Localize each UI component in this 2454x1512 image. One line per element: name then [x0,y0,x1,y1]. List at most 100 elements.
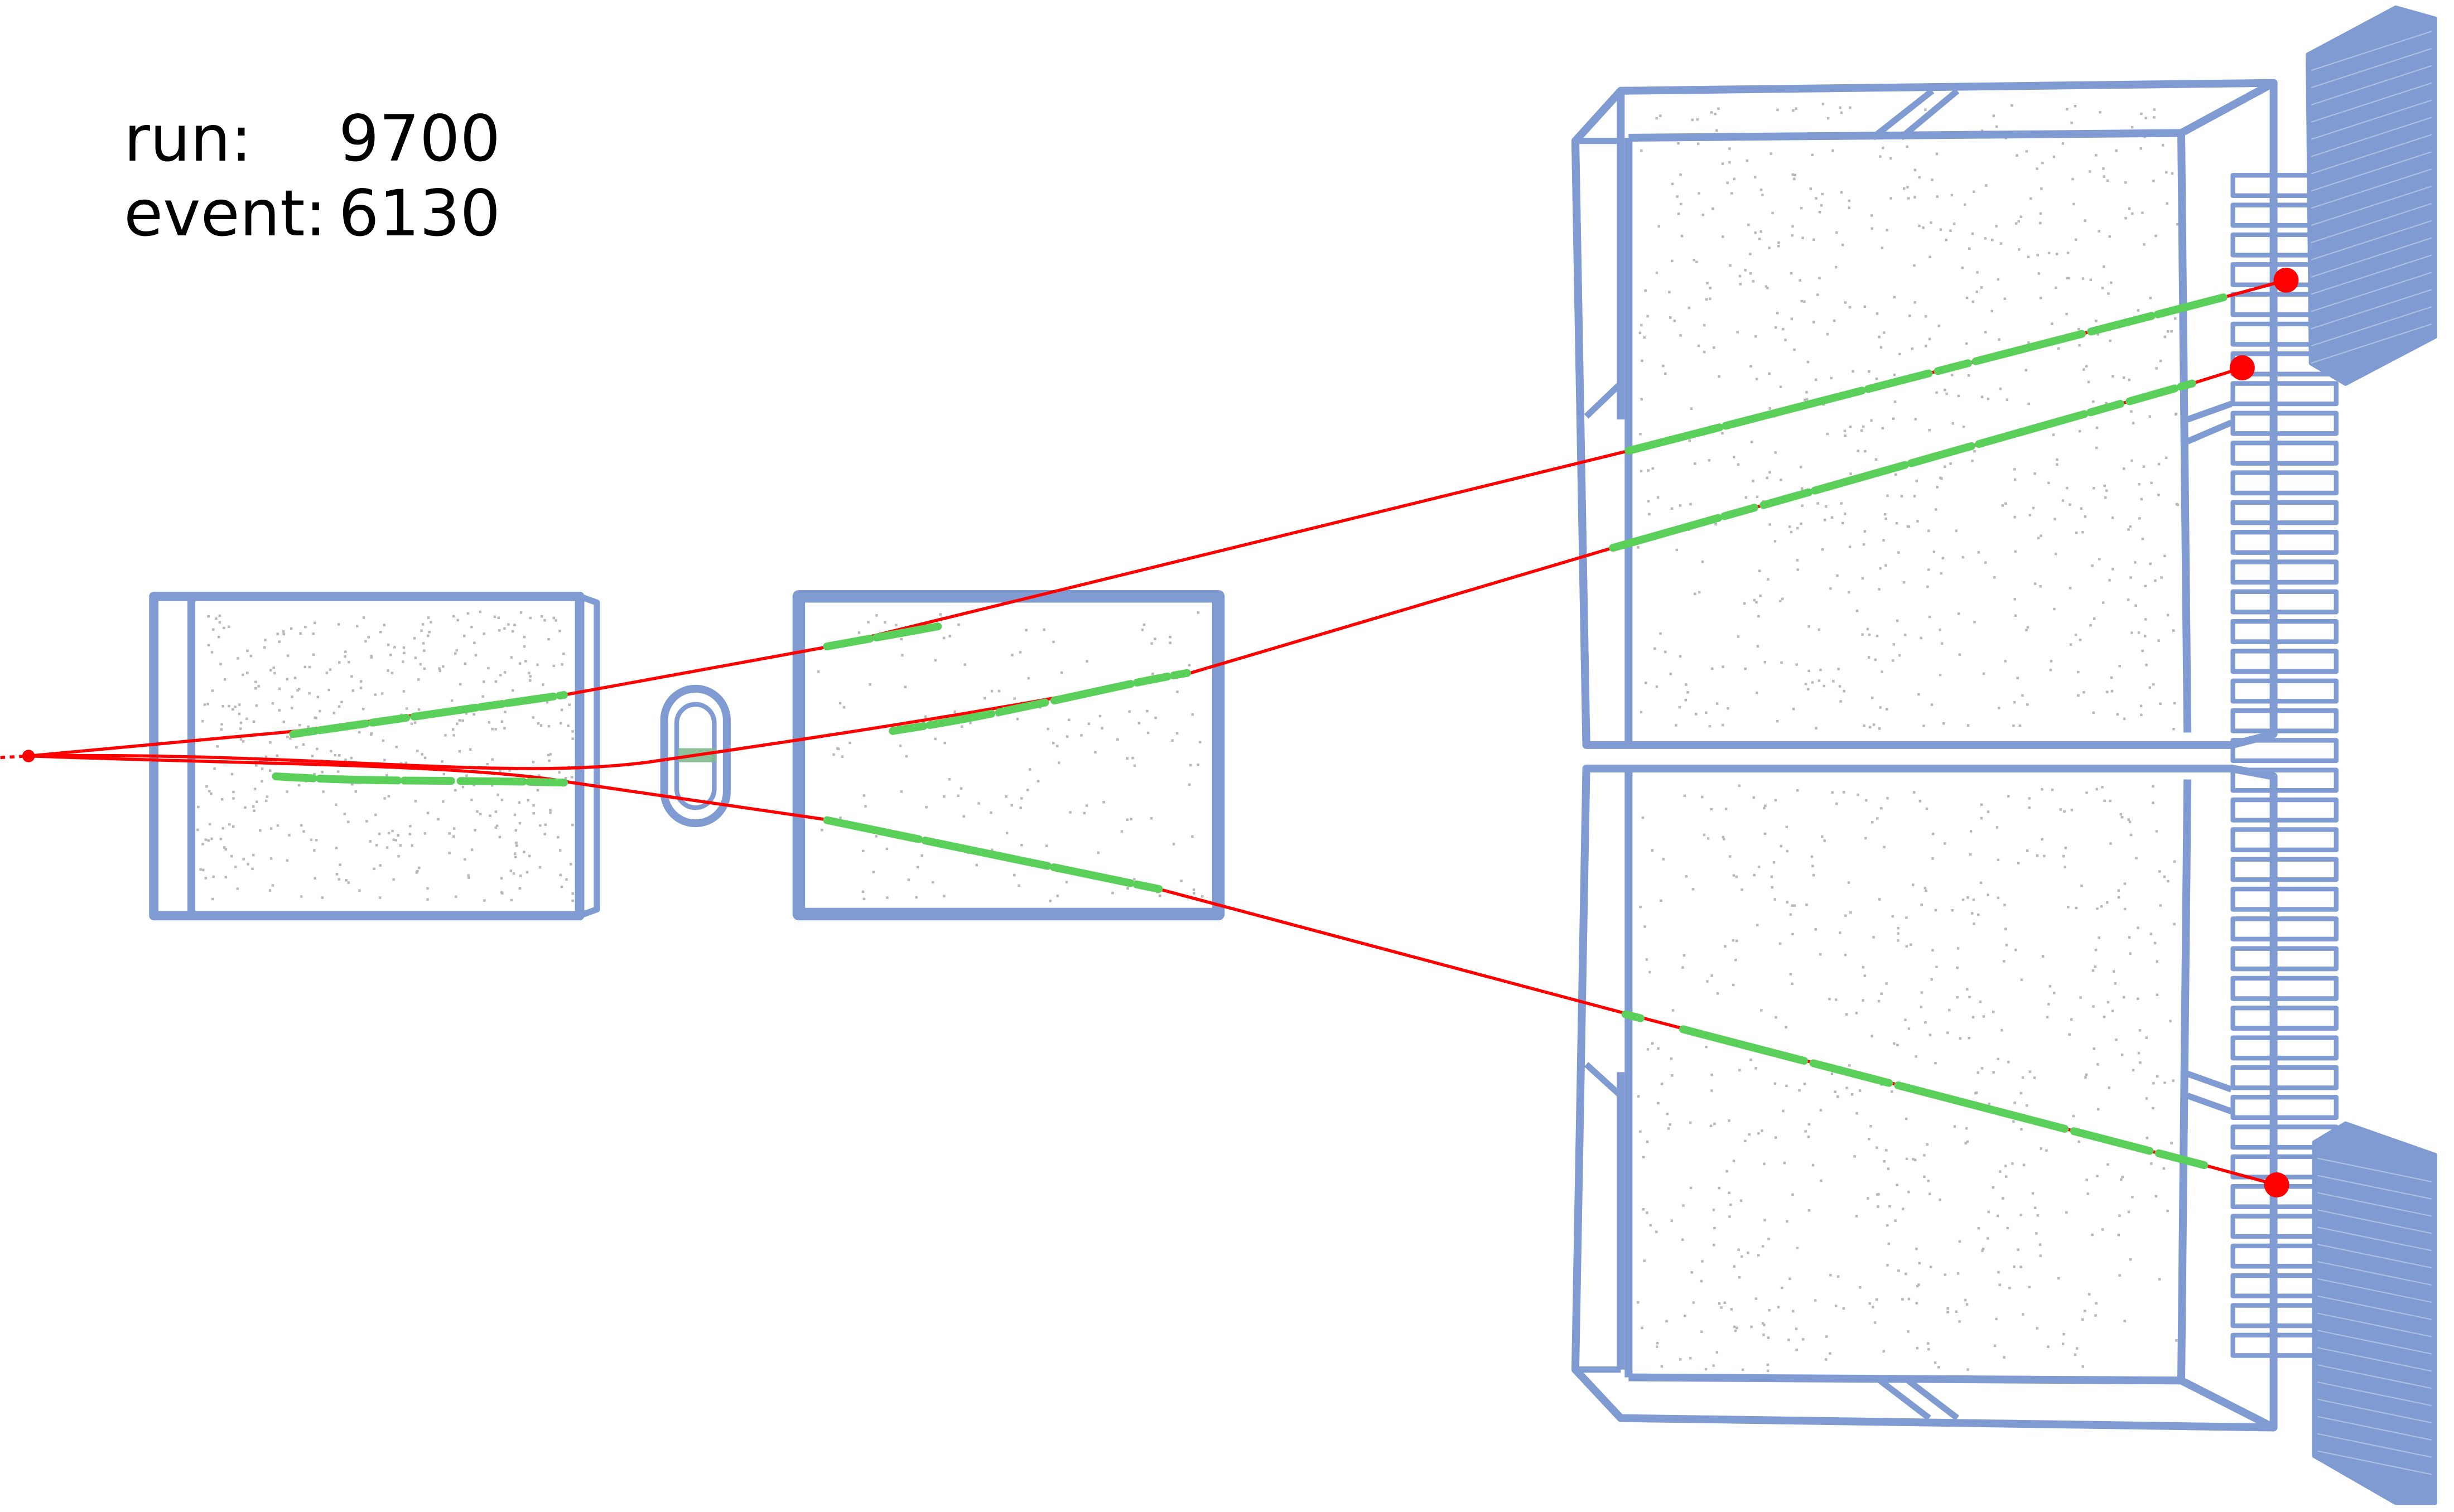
noise-hit [403,651,406,655]
noise-hit [1750,1325,1753,1329]
noise-hit [1010,804,1014,807]
noise-hit [1991,238,1994,241]
noise-hit [1151,672,1154,675]
noise-hit [374,813,377,817]
noise-hit [2013,598,2016,601]
noise-hit [401,660,404,663]
noise-hit [1698,591,1701,594]
noise-hit [1824,519,1826,521]
noise-hit [2087,380,2090,384]
noise-hit [399,844,402,847]
noise-hit [2159,702,2162,706]
noise-hit [1137,722,1141,724]
noise-hit [1943,842,1946,845]
noise-hit [1885,982,1888,985]
noise-hit [1787,1339,1790,1341]
tof-slat [2230,559,2339,585]
noise-hit [1768,523,1772,526]
noise-hit [1643,1259,1646,1262]
noise-hit [2033,1076,2036,1079]
noise-hit [1872,723,1876,726]
noise-hit [2094,1314,2097,1317]
noise-hit [2078,429,2081,433]
noise-hit [943,795,946,798]
noise-hit [2175,412,2178,416]
noise-hit [2137,309,2140,312]
noise-hit [1835,231,1838,234]
noise-hit [1814,928,1817,931]
noise-hit [1862,543,1865,546]
noise-hit [2074,634,2077,636]
noise-hit [1754,1297,1758,1300]
noise-hit [900,790,903,793]
noise-hit [1708,459,1711,462]
noise-hit [1883,846,1886,849]
noise-hit [1774,326,1777,329]
noise-hit [1780,661,1783,664]
noise-hit [1781,597,1784,600]
noise-hit [931,881,934,884]
noise-hit [1876,312,1879,315]
calorimeter-layer [2317,1364,2432,1389]
noise-hit [1790,530,1793,534]
noise-hit [2080,884,2083,887]
noise-hit [509,869,513,872]
calorimeter-layer [2311,31,2432,71]
noise-hit [395,745,398,748]
noise-hit [839,817,842,819]
noise-hit [2131,212,2134,215]
noise-hit [1893,296,1896,299]
noise-hit [297,688,301,690]
noise-hit [2035,1232,2038,1235]
noise-hit [1641,359,1643,363]
noise-hit [2003,904,2006,906]
noise-hit [2123,717,2126,720]
noise-hit [2127,528,2130,531]
noise-hit [1876,817,1879,820]
noise-hit [1641,1326,1643,1330]
noise-hit [364,640,367,643]
noise-hit [1669,316,1672,319]
noise-hit [1969,853,1972,856]
noise-hit [1755,691,1758,694]
noise-hit [513,852,517,855]
noise-hit [1784,339,1787,341]
noise-hit [2173,860,2176,863]
noise-hit [479,813,482,815]
noise-hit [1892,417,1895,420]
noise-hit [223,678,226,681]
noise-hit [295,746,298,749]
noise-hit [2003,297,2006,300]
noise-hit [1897,1269,1900,1272]
noise-hit [1883,331,1886,334]
noise-hit [821,828,823,832]
noise-hit [1830,376,1833,380]
noise-hit [278,709,281,712]
noise-hit [1197,763,1199,766]
noise-hit [428,630,431,634]
noise-hit [2115,1038,2118,1041]
noise-hit [1823,839,1826,842]
noise-hit [416,749,419,752]
calorimeter-layer [2311,237,2432,278]
tof-slat [2230,975,2339,1001]
noise-hit [2005,944,2008,946]
noise-hit [2166,1209,2169,1213]
noise-hit [2037,272,2041,275]
noise-hit [313,849,316,852]
noise-hit [1636,1301,1640,1304]
noise-hit [1773,1082,1777,1085]
noise-hit [1188,783,1191,786]
noise-hit [2068,1033,2071,1036]
noise-hit [1999,387,2002,390]
noise-hit [1834,1305,1838,1307]
noise-hit [562,652,565,655]
noise-hit [2095,154,2098,157]
noise-hit [476,810,479,813]
noise-hit [1013,697,1016,700]
noise-hit [2095,320,2098,322]
noise-hit [378,833,381,835]
noise-hit [1811,864,1814,868]
noise-hit [2117,1234,2120,1236]
noise-hit [1885,708,1888,711]
